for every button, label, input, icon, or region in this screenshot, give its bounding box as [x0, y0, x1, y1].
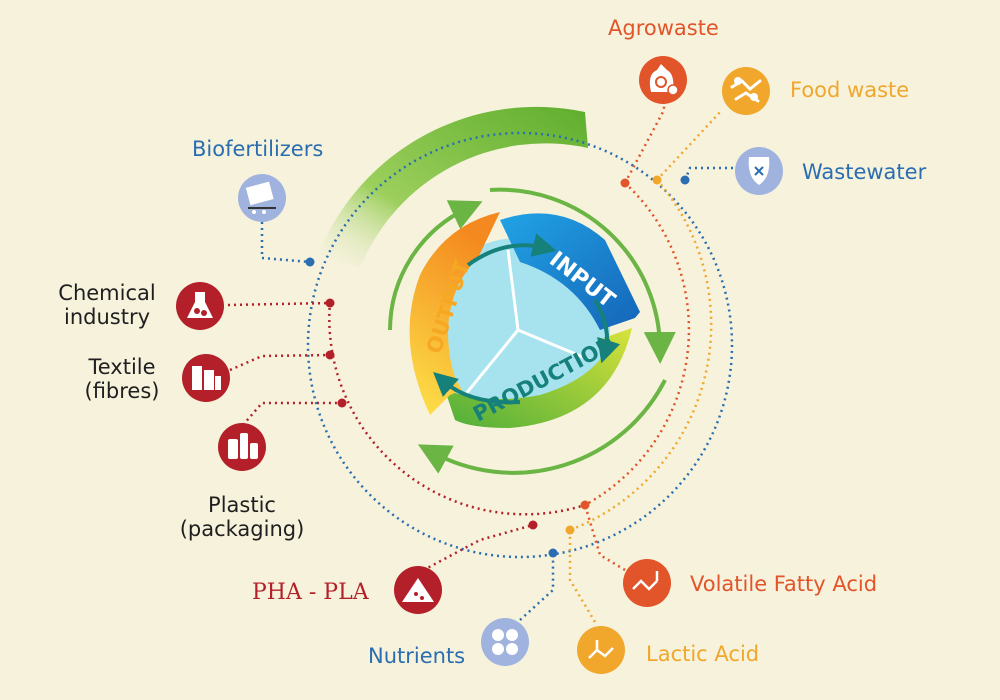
biofertilizer-icon — [238, 174, 286, 222]
pha-pla-icon — [394, 566, 442, 614]
label-wastewater: Wastewater — [802, 160, 927, 184]
connector-chemical — [227, 301, 331, 307]
cycle-arrow-bottom — [417, 379, 667, 475]
dotted-ring-yellow — [569, 179, 713, 532]
dotted-ring-orange — [584, 182, 691, 507]
connector-food-waste — [656, 109, 723, 181]
output-arrow — [409, 212, 500, 415]
dotted-ring-red — [328, 301, 586, 516]
label-plastic-line1: Plastic — [208, 493, 276, 517]
volatile-fatty-acid-icon — [623, 559, 671, 607]
nutrients-icon — [481, 618, 529, 666]
center-divider-lines — [463, 249, 591, 396]
label-chemical-line2: industry — [63, 305, 151, 329]
label-volatile-fatty-acid: Volatile Fatty Acid — [690, 572, 878, 596]
dotted-ring-blue — [306, 131, 734, 559]
label-lactic-acid: Lactic Acid — [646, 642, 760, 666]
wastewater-icon — [735, 147, 783, 195]
label-biofertilizers: Biofertilizers — [192, 137, 324, 161]
label-chemical-line1: Chemical — [58, 281, 156, 305]
connector-pha-pla — [417, 523, 534, 575]
cycle-arrow-top — [388, 200, 483, 331]
connector-lactic — [568, 530, 597, 623]
connector-wastewater — [683, 166, 736, 181]
chemical-flask-icon — [176, 282, 224, 330]
label-food-waste: Food waste — [790, 78, 910, 102]
label-pha-pla: PHA - PLA — [252, 580, 369, 605]
label-nutrients: Nutrients — [368, 644, 466, 668]
connector-vfa — [583, 504, 626, 572]
connector-plastic — [242, 401, 342, 426]
teal-arrow-production — [593, 299, 621, 364]
textile-spool-icon — [182, 354, 230, 402]
cycle-arrow-right — [489, 187, 676, 364]
connector-textile — [229, 353, 331, 372]
label-textile-line1: Textile — [88, 355, 156, 379]
connector-agrowaste — [623, 96, 666, 184]
agrowaste-icon — [639, 56, 687, 104]
lactic-acid-icon — [577, 626, 625, 674]
label-textile: Textile (fibres) — [72, 355, 172, 403]
label-plastic-line2: (packaging) — [179, 517, 305, 541]
connector-nutrients — [519, 553, 555, 621]
label-plastic: Plastic (packaging) — [162, 493, 322, 541]
teal-arrow-output — [433, 372, 521, 405]
teal-arrow-input — [466, 233, 557, 267]
plastic-bottles-icon — [218, 423, 266, 471]
label-agrowaste: Agrowaste — [608, 16, 719, 40]
connector-biofertilizers — [260, 216, 311, 264]
label-chemical-industry: Chemical industry — [44, 281, 170, 329]
label-textile-line2: (fibres) — [84, 379, 160, 403]
outer-growth-arc — [318, 106, 588, 268]
food-waste-icon — [722, 67, 770, 115]
junction-dots — [305, 175, 690, 558]
